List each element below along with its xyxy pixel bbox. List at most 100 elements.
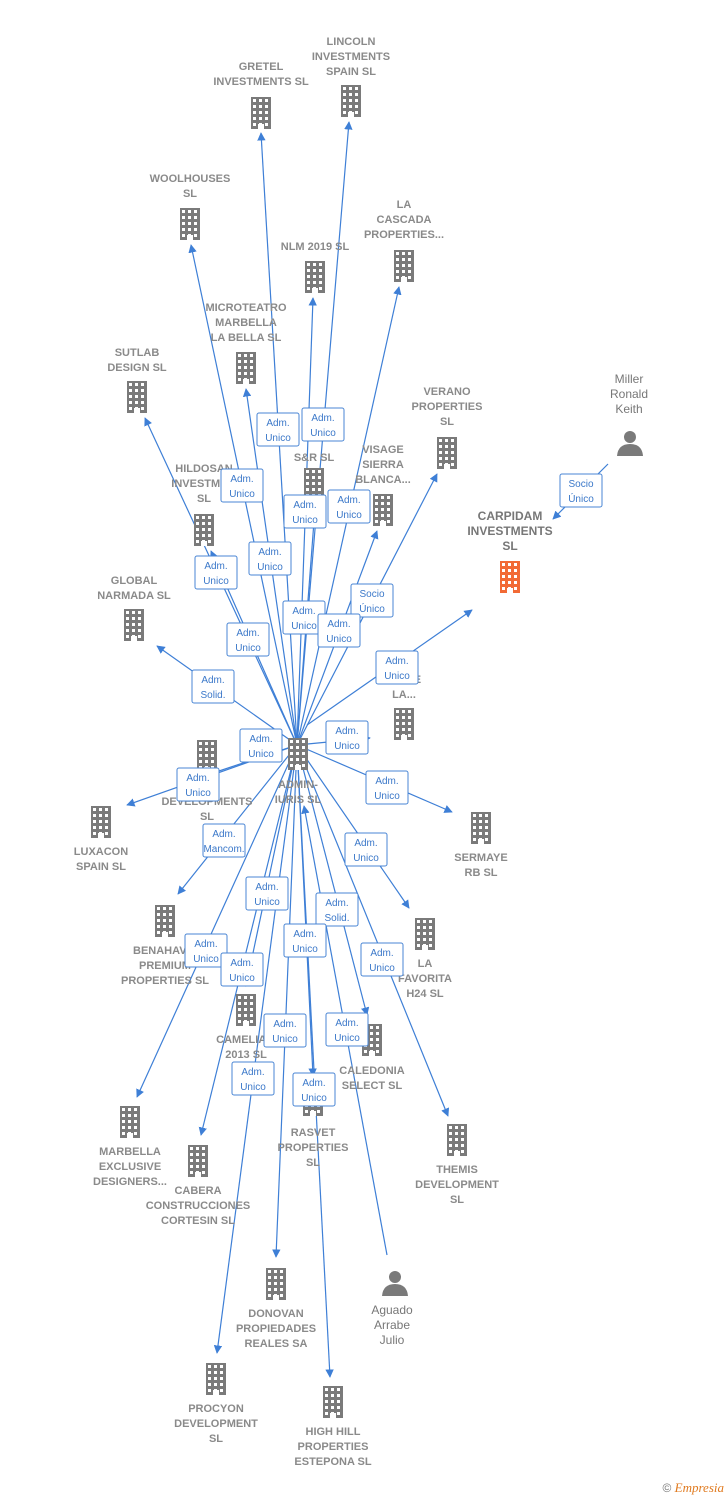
relation-label-line: Adm.: [327, 619, 350, 630]
relation-benahavis[interactable]: Adm.Mancom.: [202, 823, 246, 858]
donovan-label-line: REALES SA: [245, 1338, 308, 1350]
hildosan-label-line: INVESTME...: [171, 478, 236, 490]
caledonia-label-line: SELECT SL: [342, 1080, 403, 1092]
relation-microteatro[interactable]: Adm.Unico: [248, 541, 292, 576]
lafavorita-label-line: FAVORITA: [398, 973, 452, 985]
aguado-label-line: Julio: [380, 1333, 405, 1347]
relation-label-line: Adm.: [293, 500, 316, 511]
relation-highhill[interactable]: Adm.Unico: [292, 1072, 336, 1107]
relation-donovan[interactable]: Adm.Unico: [325, 1012, 369, 1047]
relation-marbella[interactable]: Adm.Unico: [184, 933, 228, 968]
relation-hildosan[interactable]: Adm.Unico: [194, 555, 238, 590]
building-icon: [305, 261, 325, 293]
company-node-visage[interactable]: VISAGESIERRABLANCA...: [355, 444, 411, 526]
relation-sr[interactable]: Adm. Unico: [283, 494, 327, 529]
relation-rasvet[interactable]: Adm.Unico: [360, 942, 404, 977]
benahavis-label-line: PREMIUM: [139, 960, 191, 972]
relation-label-line: Unico: [384, 671, 410, 682]
relation-global[interactable]: Adm.Solid.: [191, 669, 235, 704]
relation-themis[interactable]: Adm.Unico: [220, 952, 264, 987]
lacascada-label-line: LA: [397, 199, 412, 211]
relation-gretel[interactable]: Adm.Unico: [256, 412, 300, 447]
relation-developments[interactable]: Adm.Unico: [239, 728, 283, 763]
edge-marbella: [136, 744, 298, 1098]
themis-label-line: THEMIS: [436, 1164, 478, 1176]
aguado-label-line: Arrabe: [374, 1318, 410, 1332]
relation-aguado[interactable]: Adm.Solid.: [315, 892, 359, 927]
relations-layer: Adm.UnicoAdm.UnicoAdm.UnicoAdm.UnicoAdm.…: [176, 407, 603, 1107]
relation-visage[interactable]: Adm.Unico: [317, 613, 361, 648]
building-icon: [288, 738, 308, 770]
admin-iuris-label-line: ADMIN-: [278, 779, 318, 791]
relation-lacascada[interactable]: Adm.Unico: [327, 489, 371, 524]
relation-label-line: Unico: [301, 1093, 327, 1104]
microteatro-label-line: MICROTEATRO: [205, 302, 287, 314]
relation-label-line: Unico: [235, 643, 261, 654]
relation-sermaye[interactable]: Adm.Unico: [365, 770, 409, 805]
edge-themis: [296, 744, 450, 1117]
cameliavi-label-line: 2013 SL: [225, 1049, 267, 1061]
relation-procyon[interactable]: Adm.Unico: [231, 1061, 275, 1096]
carpidam-label-line: CARPIDAM: [478, 509, 543, 523]
developments-label-line: SL: [200, 811, 214, 823]
relation-sutlab[interactable]: Adm.Unico: [226, 622, 270, 657]
procyon-label-line: PROCYON: [188, 1403, 244, 1415]
relation-label-line: Socio: [359, 589, 384, 600]
relation-label-line: Unico: [292, 515, 318, 526]
relation-label-line: Unico: [272, 1034, 298, 1045]
hildosan-label-line: HILDOSAN: [175, 463, 233, 475]
relation-lde[interactable]: Adm.Unico: [325, 720, 369, 755]
sermaye-label-line: SERMAYE: [454, 852, 507, 864]
edge-cameliavi: [243, 744, 298, 987]
brand-logo[interactable]: Empresia: [674, 1480, 724, 1495]
relation-lincoln[interactable]: Adm.Unico: [301, 407, 345, 442]
relation-cameliavi[interactable]: Adm.Unico: [245, 876, 289, 911]
building-icon: [206, 1363, 226, 1395]
relation-label-line: Unico: [334, 1033, 360, 1044]
company-node-marbella[interactable]: MARBELLAEXCLUSIVEDESIGNERS...: [93, 1106, 167, 1188]
building-icon: [500, 561, 520, 593]
themis-label-line: SL: [450, 1194, 464, 1206]
highhill-label-line: ESTEPONA SL: [294, 1456, 371, 1468]
lincoln-label-line: LINCOLN: [327, 36, 376, 48]
relation-luxacon[interactable]: Adm.Unico: [176, 767, 220, 802]
relation-focus[interactable]: Adm.Unico: [375, 650, 419, 685]
visage-label-line: VISAGE: [362, 444, 404, 456]
relation-lafavorita[interactable]: Adm.Unico: [344, 832, 388, 867]
benahavis-label-line: BENAHAVIS: [133, 945, 197, 957]
company-node-admin-iuris[interactable]: ADMIN-IURIS SL: [275, 738, 322, 806]
relation-label-line: Unico: [336, 510, 362, 521]
edge-donovan: [272, 744, 298, 1258]
company-node-lacascada[interactable]: LACASCADAPROPERTIES...: [364, 199, 444, 282]
relation-caledonia[interactable]: Adm.Unico: [283, 923, 327, 958]
relation-cabera[interactable]: Adm.Unico: [263, 1013, 307, 1048]
relation-woolhouses[interactable]: Adm.Unico: [220, 468, 264, 503]
company-node-nlm2019[interactable]: NLM 2019 SL: [281, 241, 350, 293]
